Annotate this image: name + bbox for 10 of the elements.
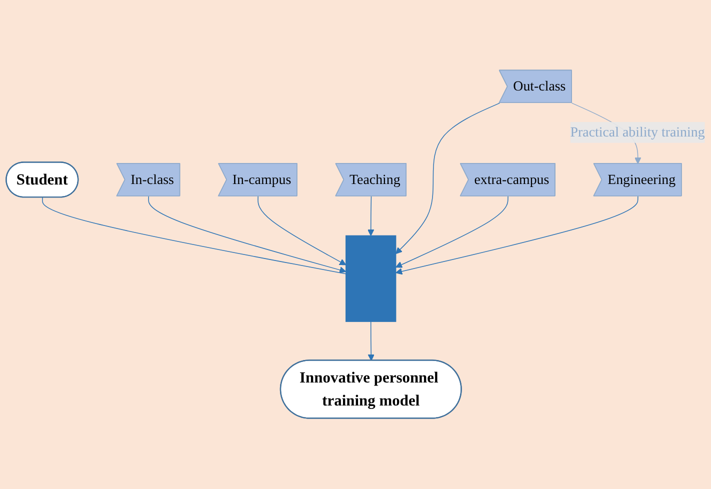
arrow [396,196,508,268]
arrow [396,196,638,275]
arrow [368,321,375,362]
arrow [258,196,346,266]
edge-label: Practical ability training [570,124,705,140]
node-bar [346,236,396,322]
connector [42,197,346,275]
arrow [367,196,374,236]
arrow [148,196,346,274]
arrow [396,102,500,254]
